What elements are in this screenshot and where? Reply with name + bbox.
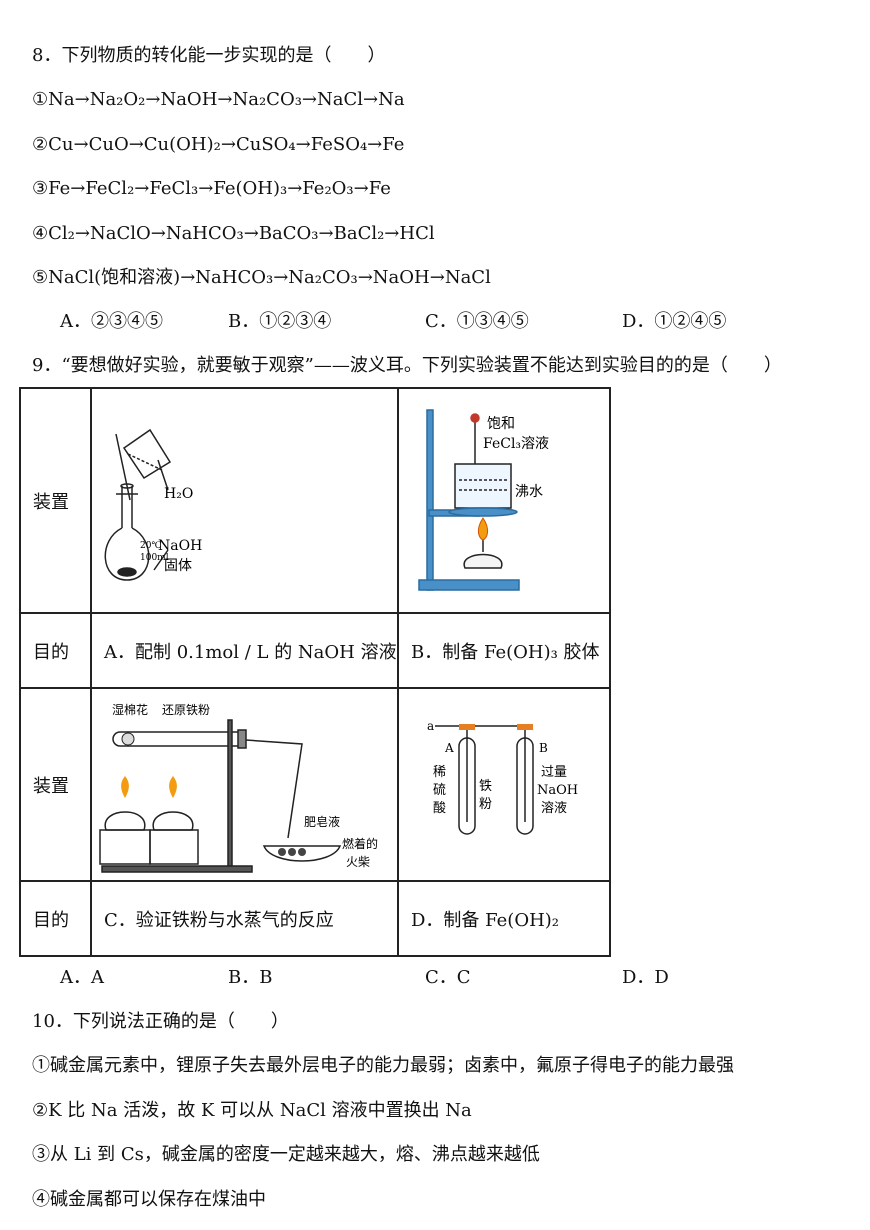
- q10-stem: 10．下列说法正确的是（ ）: [32, 1011, 289, 1032]
- q9-choice-b[interactable]: B．B: [228, 967, 273, 988]
- fig-d-naoh: NaOH: [537, 783, 578, 798]
- row-label-device-2: 装置: [19, 687, 92, 882]
- fig-a-solid-label-2: 固体: [164, 558, 192, 574]
- q10-item-4: ④碱金属都可以保存在煤油中: [32, 1189, 266, 1210]
- q8-choice-b[interactable]: B．①②③④: [228, 311, 332, 332]
- q9-choice-d[interactable]: D．D: [622, 967, 669, 988]
- fig-c-label-5: 火柴: [346, 855, 370, 869]
- volumetric-flask-figure: 20℃ 100ml H₂O NaOH 固体: [104, 428, 202, 581]
- fig-d-excess: 过量: [541, 765, 567, 780]
- fig-c-label-1: 湿棉花: [112, 702, 148, 717]
- row-label-purpose-2: 目的: [19, 880, 92, 957]
- caption-c: C．验证铁粉与水蒸气的反应: [90, 880, 399, 957]
- apparatus-d-cell: a A B 稀 硫 酸 铁 粉 过量 NaOH 溶液: [397, 687, 611, 882]
- colloid-prep-figure: 饱和 FeCl₃溶液 沸水: [418, 408, 549, 591]
- q9-stem: 9．“要想做好实验，就要敏于观察”——波义耳。下列实验装置不能达到实验目的的是（…: [32, 355, 782, 376]
- q8-item-4: ④Cl₂→NaClO→NaHCO₃→BaCO₃→BaCl₂→HCl: [32, 223, 435, 244]
- fig-d-fe-2: 粉: [479, 797, 492, 812]
- q8-stem: 8．下列物质的转化能一步实现的是（ ）: [32, 45, 386, 66]
- q8-item-2: ②Cu→CuO→Cu(OH)₂→CuSO₄→FeSO₄→Fe: [32, 134, 405, 155]
- q9-choice-c[interactable]: C．C: [425, 967, 471, 988]
- fig-a-vol: 100ml: [140, 553, 169, 563]
- row-label-purpose-1: 目的: [19, 612, 92, 689]
- apparatus-b-cell: 饱和 FeCl₃溶液 沸水: [397, 387, 611, 614]
- fig-d-solution: 溶液: [541, 801, 567, 816]
- fig-d-fe-1: 铁: [479, 779, 492, 794]
- fig-b-label-2: FeCl₃溶液: [483, 436, 549, 452]
- fig-a-water-label: H₂O: [164, 486, 193, 502]
- q8-item-3: ③Fe→FeCl₂→FeCl₃→Fe(OH)₃→Fe₂O₃→Fe: [32, 178, 391, 199]
- fig-d-B: B: [539, 741, 548, 755]
- fig-a-temp: 20℃: [140, 541, 162, 551]
- q8-choice-c[interactable]: C．①③④⑤: [425, 311, 529, 332]
- q8-item-5: ⑤NaCl(饱和溶液)→NaHCO₃→Na₂CO₃→NaOH→NaCl: [32, 267, 491, 288]
- experiment-table: 装置: [19, 387, 611, 957]
- q8-item-1: ①Na→Na₂O₂→NaOH→Na₂CO₃→NaCl→Na: [32, 89, 405, 110]
- apparatus-a-cell: 20℃ 100ml H₂O NaOH 固体: [90, 387, 399, 614]
- fig-b-label-1: 饱和: [487, 416, 515, 432]
- q9-choice-a[interactable]: A．A: [60, 967, 104, 988]
- fig-c-label-4: 燃着的: [342, 836, 378, 851]
- fig-d-acid-3: 酸: [433, 801, 446, 816]
- fig-d-acid-2: 硫: [433, 783, 446, 798]
- q8-choice-a[interactable]: A．②③④⑤: [60, 311, 163, 332]
- iron-steam-figure: 湿棉花 还原铁粉 肥皂液 燃着的 火柴: [99, 702, 378, 873]
- fig-a-solid-label: NaOH: [158, 538, 202, 554]
- q10-item-2: ②K 比 Na 活泼，故 K 可以从 NaCl 溶液中置换出 Na: [32, 1100, 472, 1121]
- caption-d: D．制备 Fe(OH)₂: [397, 880, 611, 957]
- q10-item-1: ①碱金属元素中，锂原子失去最外层电子的能力最弱；卤素中，氟原子得电子的能力最强: [32, 1055, 734, 1076]
- apparatus-c-cell: 湿棉花 还原铁粉 肥皂液 燃着的 火柴: [90, 687, 399, 882]
- fig-d-A: A: [444, 741, 454, 755]
- fig-d-acid-1: 稀: [433, 765, 446, 780]
- fig-c-label-3: 肥皂液: [304, 814, 340, 829]
- caption-b: B．制备 Fe(OH)₃ 胶体: [397, 612, 611, 689]
- row-label-device-1: 装置: [19, 387, 92, 614]
- fig-b-label-3: 沸水: [515, 484, 543, 500]
- ferrous-hydroxide-figure: a A B 稀 硫 酸 铁 粉 过量 NaOH 溶液: [427, 719, 578, 835]
- q10-item-3: ③从 Li 到 Cs，碱金属的密度一定越来越大，熔、沸点越来越低: [32, 1144, 540, 1165]
- fig-c-label-2: 还原铁粉: [162, 703, 210, 717]
- q8-choice-d[interactable]: D．①②④⑤: [622, 311, 727, 332]
- fig-d-a: a: [427, 719, 434, 733]
- caption-a: A．配制 0.1mol / L 的 NaOH 溶液: [90, 612, 399, 689]
